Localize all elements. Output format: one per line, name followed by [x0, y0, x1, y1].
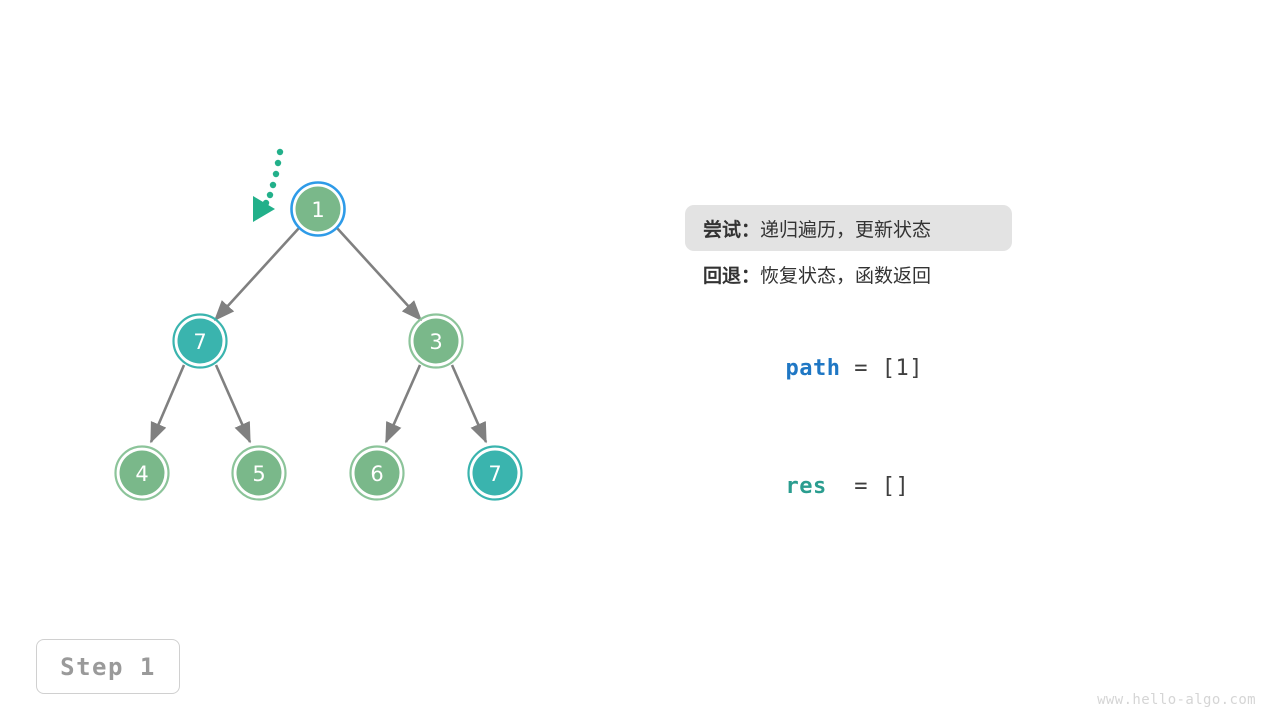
edge-left-leftleft	[149, 364, 186, 444]
tree-node-left[interactable]: 7	[172, 313, 228, 369]
watermark: www.hello-algo.com	[1097, 692, 1256, 708]
edge-right-rightright	[450, 364, 488, 444]
tree-edges	[149, 227, 488, 444]
annotation-row-backtrack: 回退： 恢复状态，函数返回	[685, 251, 1245, 297]
tree-node-value: 6	[370, 462, 383, 486]
state-line-res: res = []	[703, 449, 909, 524]
annotation-row-try: 尝试： 递归遍历，更新状态	[685, 205, 1012, 251]
tree-node-leaf-4[interactable]: 4	[114, 445, 170, 501]
edge-root-left	[213, 227, 300, 322]
tree-nodes: 1 7 3 4	[114, 181, 523, 501]
tree-node-value: 5	[252, 462, 265, 486]
cursor-triangle-icon	[253, 196, 275, 222]
recursion-cursor	[253, 148, 284, 222]
state-line-path: path = [1]	[703, 331, 923, 406]
tree-node-leaf-5[interactable]: 5	[231, 445, 287, 501]
tree-node-right[interactable]: 3	[408, 313, 464, 369]
variable-value-res: = []	[826, 474, 910, 499]
annotation-value: 恢复状态，函数返回	[760, 264, 932, 287]
variable-value-path: = [1]	[840, 356, 923, 381]
variable-name-res: res	[785, 474, 827, 499]
tree-node-leaf-7[interactable]: 7	[467, 445, 523, 501]
annotation-panel: 尝试： 递归遍历，更新状态 回退： 恢复状态，函数返回 path = [1] r…	[685, 205, 1245, 499]
annotation-key: 尝试：	[703, 218, 761, 241]
edge-left-leftright	[214, 364, 252, 444]
tree-node-leaf-6[interactable]: 6	[349, 445, 405, 501]
tree-node-value: 7	[193, 330, 206, 354]
annotation-value: 递归遍历，更新状态	[760, 218, 932, 241]
edge-right-rightleft	[384, 364, 422, 444]
tree-node-value: 3	[429, 330, 442, 354]
tree-node-value: 7	[488, 462, 501, 486]
tree-node-value: 1	[311, 198, 324, 222]
step-badge-label: Step 1	[60, 652, 156, 681]
variable-name-path: path	[785, 356, 841, 381]
annotation-key: 回退：	[703, 264, 761, 287]
tree-node-root[interactable]: 1	[290, 181, 346, 237]
tree-node-value: 4	[135, 462, 148, 486]
step-badge: Step 1	[36, 639, 180, 694]
edge-root-right	[336, 227, 423, 322]
